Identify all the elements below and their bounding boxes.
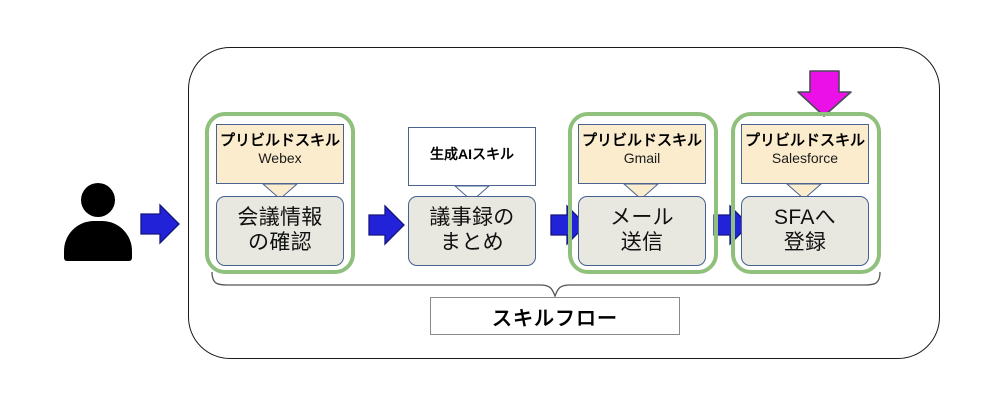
process-step-2[interactable]: 議事録の まとめ xyxy=(408,196,536,266)
skillflow-label-box: スキルフロー xyxy=(430,297,680,335)
process-step-4[interactable]: SFAへ 登録 xyxy=(741,196,869,266)
process-line1-3: メール xyxy=(610,206,674,230)
person-body-icon xyxy=(64,221,132,261)
process-line1-1: 会議情報 xyxy=(237,206,323,230)
connector-arrow-1-icon xyxy=(368,204,405,246)
process-line2-4: 登録 xyxy=(783,231,827,254)
callout-tail-1-icon xyxy=(261,183,299,200)
callout-title-1: プリビルドスキル xyxy=(219,132,340,149)
skill-group-webex xyxy=(205,112,355,274)
entry-arrow-icon xyxy=(140,203,180,245)
callout-step-2[interactable]: 生成AIスキル xyxy=(408,127,536,186)
callout-sub-1: Webex xyxy=(258,150,302,167)
automation-flow-container xyxy=(188,47,940,359)
skillflow-brace xyxy=(211,271,881,298)
callout-sub-4: Salesforce xyxy=(771,150,839,167)
process-line2-2: まとめ xyxy=(440,231,504,254)
process-text-1: 会議情報 の確認 xyxy=(237,206,322,256)
person-actor-icon xyxy=(62,183,134,261)
callout-title-2: 生成AIスキル xyxy=(430,146,514,162)
process-text-4: SFAへ 登録 xyxy=(774,206,836,256)
callout-tail-3-icon xyxy=(622,183,660,200)
callout-title-3: プリビルドスキル xyxy=(581,132,702,149)
callout-sub-3: Gmail xyxy=(623,150,661,167)
callout-step-1[interactable]: プリビルドスキル Webex xyxy=(216,124,344,184)
process-text-3: メール 送信 xyxy=(610,206,674,256)
skill-group-gmail xyxy=(568,112,718,274)
callout-tail-2-icon xyxy=(453,185,491,202)
process-line2-1: の確認 xyxy=(248,231,312,254)
process-step-3[interactable]: メール 送信 xyxy=(578,196,706,266)
process-line1-4: SFAへ xyxy=(774,206,836,230)
process-line1-2: 議事録の xyxy=(429,206,515,230)
process-text-2: 議事録の まとめ xyxy=(429,206,514,256)
skillflow-label-text: スキルフロー xyxy=(492,307,618,330)
callout-title-4: プリビルドスキル xyxy=(744,132,865,149)
callout-tail-4-icon xyxy=(785,183,823,200)
process-line2-3: 送信 xyxy=(620,231,664,254)
process-step-1[interactable]: 会議情報 の確認 xyxy=(216,196,344,266)
callout-step-3[interactable]: プリビルドスキル Gmail xyxy=(578,124,706,184)
callout-step-4[interactable]: プリビルドスキル Salesforce xyxy=(741,124,869,184)
person-head-icon xyxy=(81,183,115,217)
skill-group-salesforce xyxy=(731,112,881,274)
highlight-down-arrow-icon xyxy=(797,70,852,117)
